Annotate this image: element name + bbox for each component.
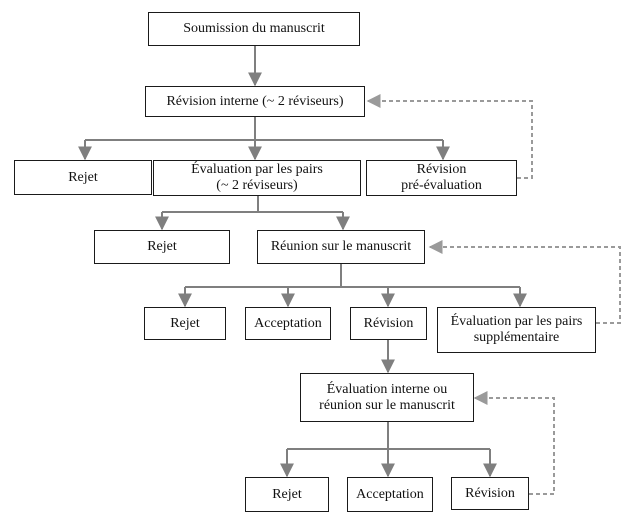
node-revision-1: Révision	[350, 307, 427, 340]
node-pre-eval-revision: Révision pré-évaluation	[366, 160, 517, 196]
node-additional-peer-review: Évaluation par les pairs supplémentaire	[437, 307, 596, 353]
node-reject-1: Rejet	[14, 160, 152, 195]
node-acceptance-2: Acceptation	[347, 477, 433, 512]
node-reject-3: Rejet	[144, 307, 226, 340]
node-peer-review: Évaluation par les pairs (~ 2 réviseurs)	[153, 160, 361, 196]
node-submission: Soumission du manuscrit	[148, 12, 360, 46]
dashed-loop-pre-eval-to-internal-review	[366, 94, 533, 179]
node-internal-eval-or-meeting: Évaluation interne ou réunion sur le man…	[300, 373, 474, 422]
node-reject-2: Rejet	[94, 230, 230, 264]
node-revision-2: Révision	[451, 477, 529, 510]
dashed-loop-revision-to-internal-eval	[473, 391, 555, 495]
node-acceptance-1: Acceptation	[245, 307, 331, 340]
node-reject-4: Rejet	[245, 477, 329, 512]
node-internal-review: Révision interne (~ 2 réviseurs)	[145, 86, 365, 117]
node-manuscript-meeting: Réunion sur le manuscrit	[257, 230, 425, 264]
